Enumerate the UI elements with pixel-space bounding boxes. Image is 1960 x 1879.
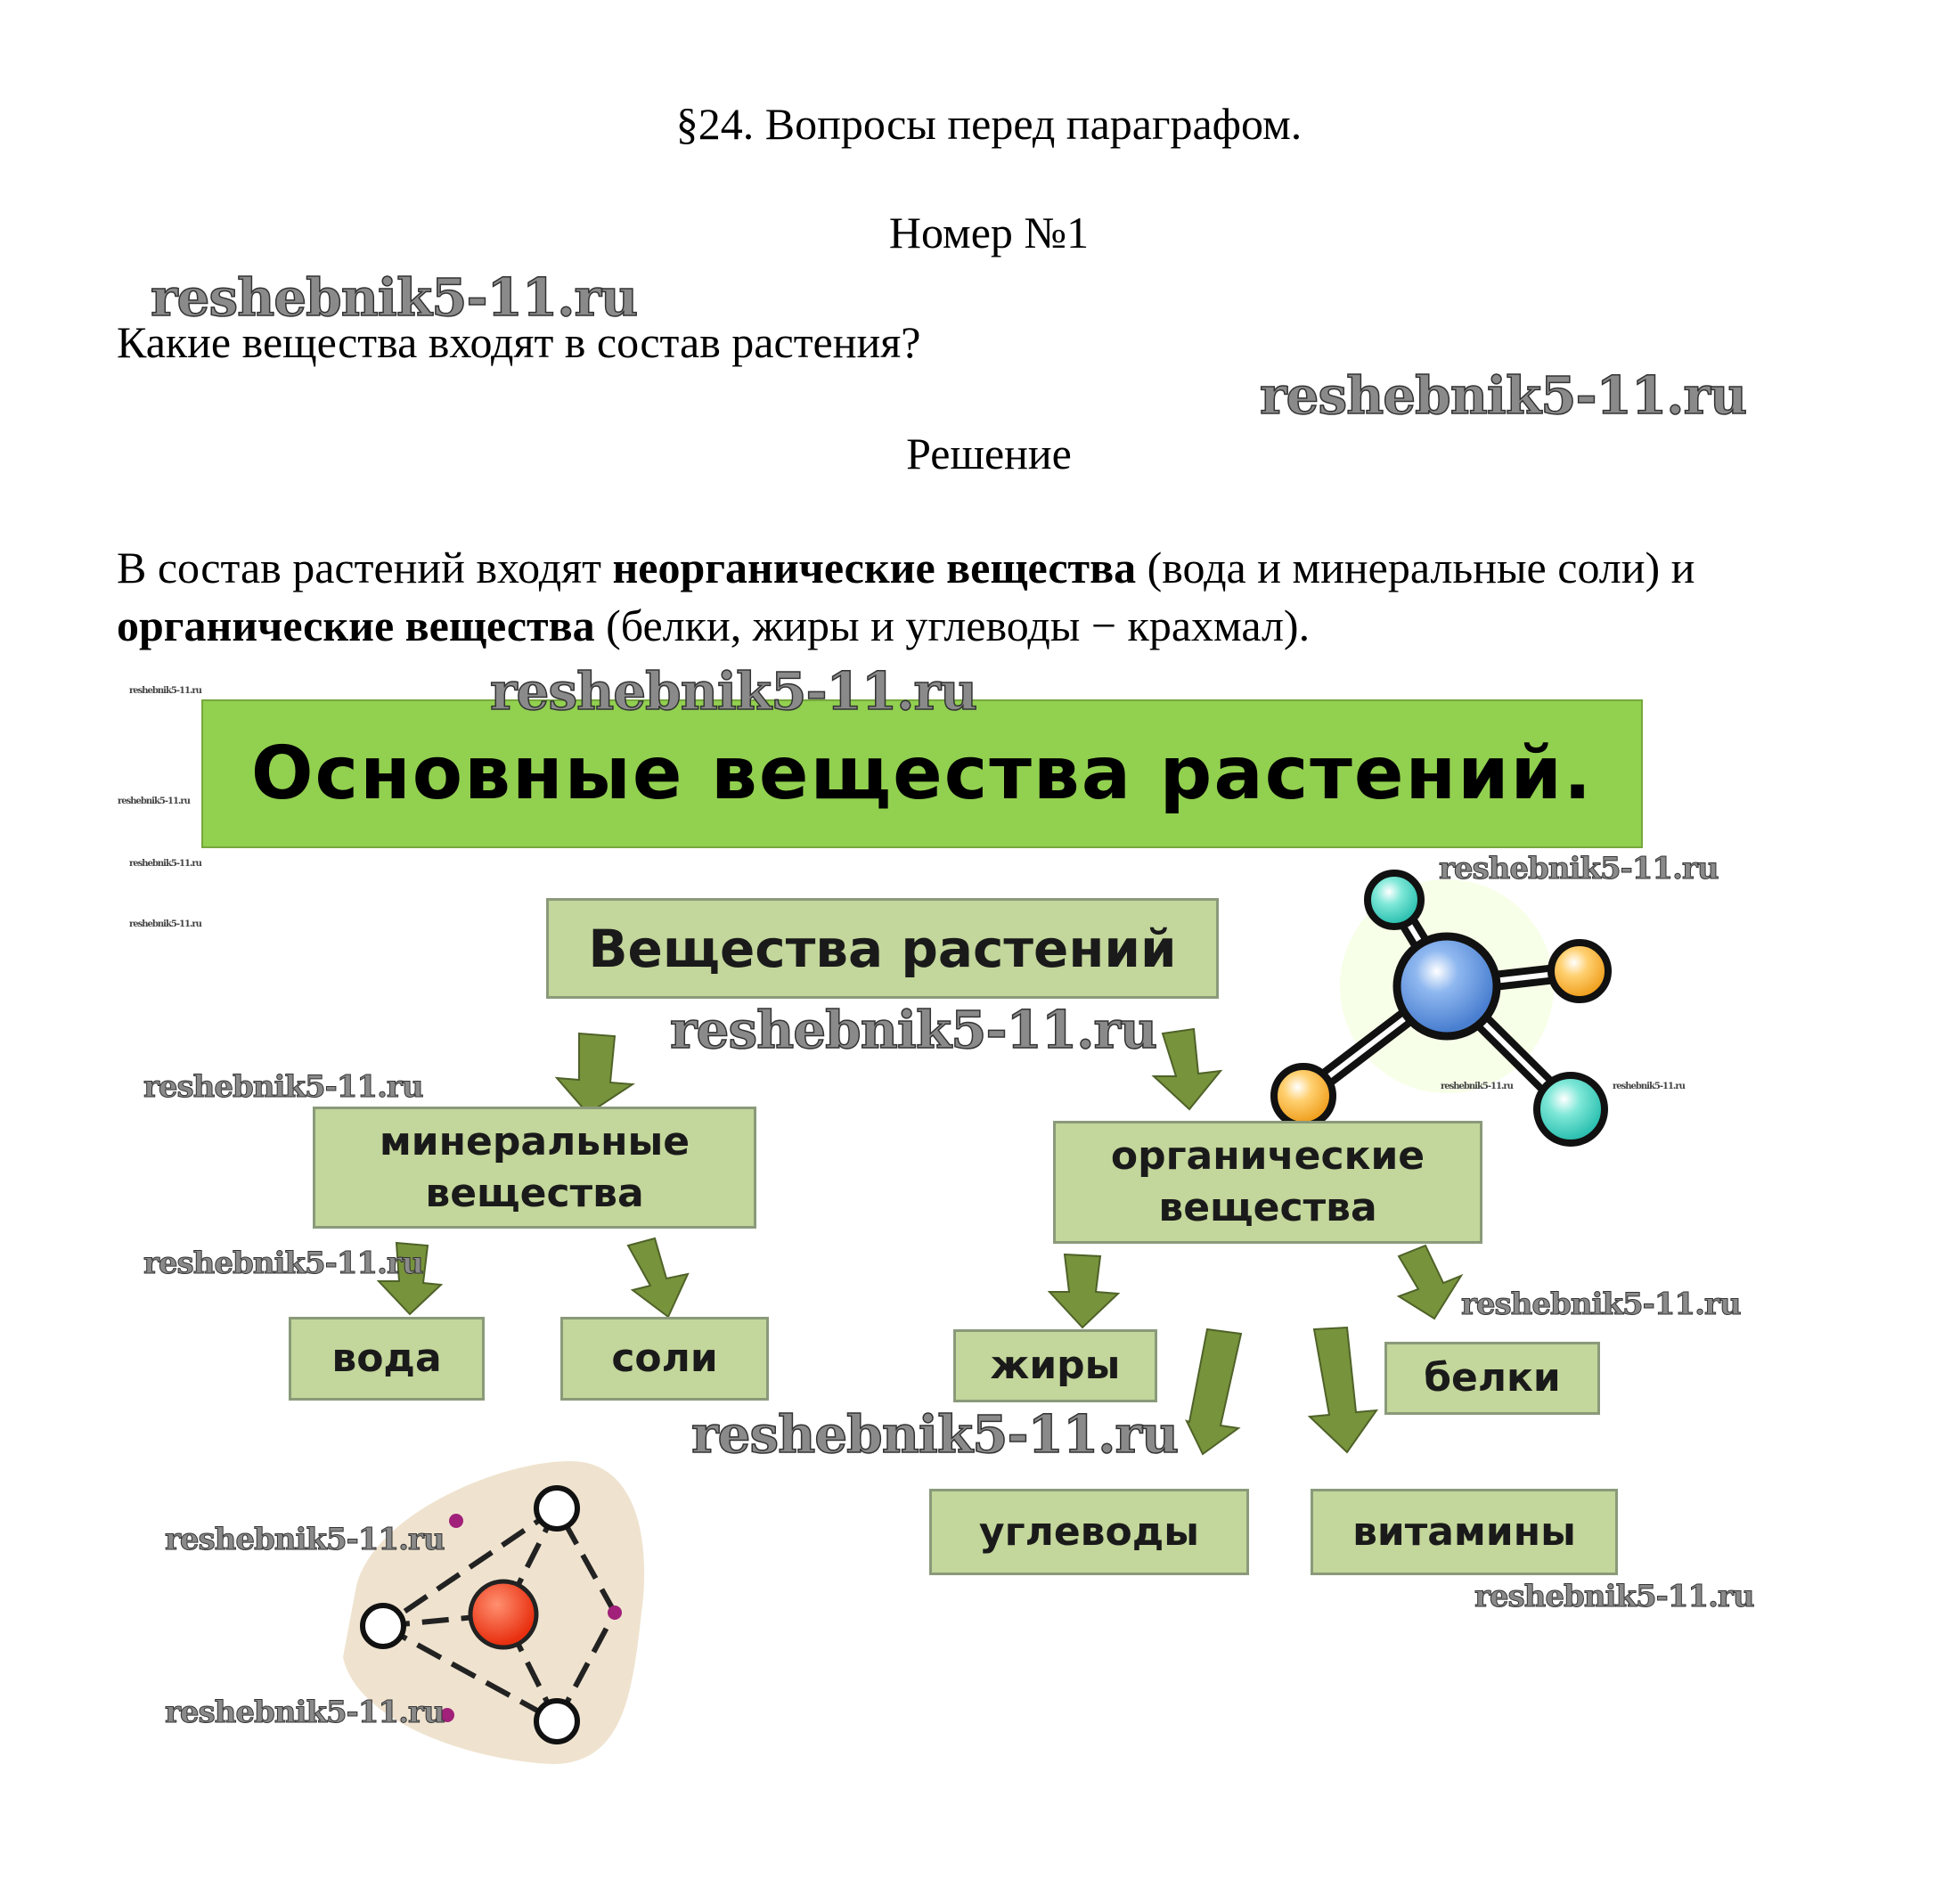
answer-paragraph: В состав растений входят неорганические … — [117, 539, 1854, 655]
watermark: reshebnik5-11.ru — [143, 1069, 425, 1106]
arrow-icon — [1396, 1244, 1464, 1320]
answer-text: (вода и минеральные соли) и — [1136, 543, 1695, 592]
box-plant-substances: Вещества растений — [546, 898, 1219, 999]
answer-text: (белки, жиры и углеводы − крахмал). — [594, 600, 1311, 650]
arrow-icon — [376, 1241, 444, 1316]
watermark: reshebnik5-11.ru — [1461, 1287, 1743, 1323]
arrow-icon — [1151, 1027, 1223, 1111]
watermark: reshebnik5-11.ru — [150, 266, 639, 329]
number-heading: Номер №1 — [888, 208, 1090, 257]
watermark: reshebnik5-11.ru — [129, 686, 202, 696]
arrow-icon — [1047, 1253, 1121, 1329]
watermark: reshebnik5-11.ru — [669, 999, 1158, 1061]
watermark: reshebnik5-11.ru — [129, 859, 202, 869]
arrow-icon — [626, 1237, 690, 1319]
question-text: Какие вещества входят в состав растения? — [117, 317, 921, 367]
watermark: reshebnik5-11.ru — [165, 1695, 446, 1731]
watermark: reshebnik5-11.ru — [1441, 1082, 1514, 1091]
box-organic-substances: органические вещества — [1053, 1121, 1482, 1244]
answer-text: В состав растений входят — [117, 543, 613, 592]
watermark: reshebnik5-11.ru — [118, 797, 191, 806]
watermark: reshebnik5-11.ru — [1474, 1579, 1756, 1615]
watermark: reshebnik5-11.ru — [1613, 1082, 1686, 1091]
box-carbohydrates: углеводы — [929, 1489, 1249, 1575]
box-water: вода — [289, 1317, 485, 1401]
box-fats: жиры — [953, 1329, 1157, 1402]
watermark: reshebnik5-11.ru — [690, 1403, 1180, 1466]
arrow-icon — [1307, 1326, 1379, 1454]
watermark: reshebnik5-11.ru — [165, 1522, 446, 1558]
box-proteins: белки — [1384, 1342, 1600, 1415]
answer-bold-inorganic: неорганические вещества — [612, 543, 1137, 592]
arrow-icon — [554, 1032, 635, 1115]
page-title: §24. Вопросы перед параграфом. — [675, 99, 1303, 149]
arrow-icon — [1185, 1328, 1243, 1456]
watermark: reshebnik5-11.ru — [143, 1246, 425, 1282]
molecule-icon — [1270, 870, 1612, 1147]
box-salts: соли — [560, 1317, 769, 1401]
box-vitamins: витамины — [1311, 1489, 1618, 1575]
watermark: reshebnik5-11.ru — [1439, 851, 1720, 887]
atom-structure-icon — [343, 1461, 645, 1764]
watermark: reshebnik5-11.ru — [129, 919, 202, 929]
watermark: reshebnik5-11.ru — [1259, 364, 1748, 427]
watermark: reshebnik5-11.ru — [489, 660, 978, 723]
box-mineral-substances: минеральные вещества — [313, 1107, 756, 1229]
banner-title: Основные вещества растений. — [250, 731, 1594, 816]
diagram-banner: Основные вещества растений. — [201, 699, 1643, 848]
answer-bold-organic: органические вещества — [117, 600, 595, 650]
solution-heading: Решение — [906, 429, 1072, 478]
